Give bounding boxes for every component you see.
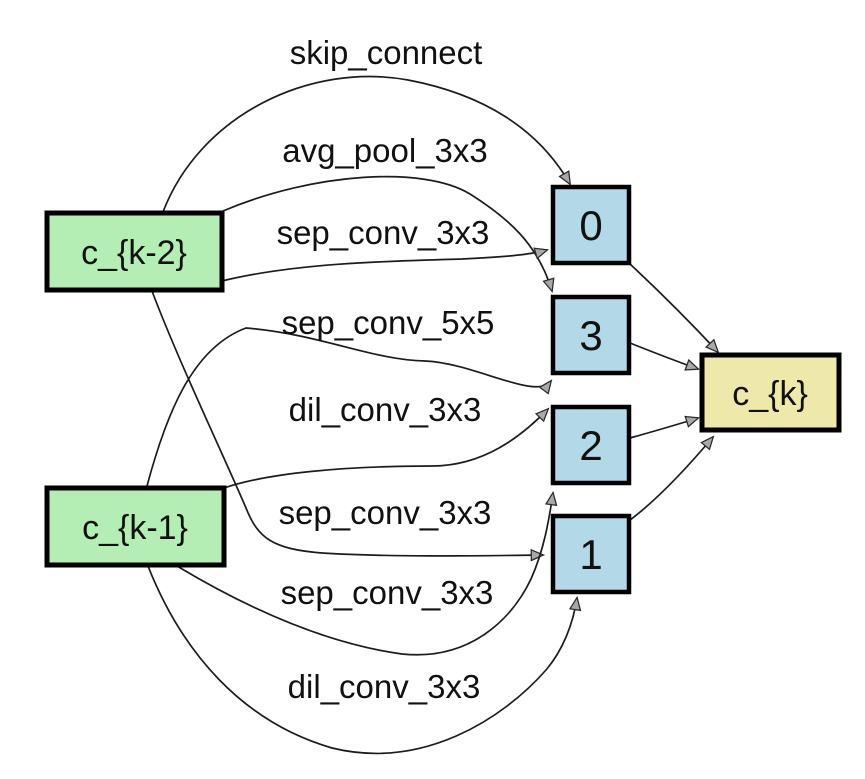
edge-label-sep-conv3-b: sep_conv_3x3 xyxy=(279,494,492,531)
edge-avg-pool-ck2-to-3 xyxy=(222,175,555,294)
node-3-label: 3 xyxy=(579,312,602,359)
node-0: 0 xyxy=(550,184,632,266)
node-1-label: 1 xyxy=(579,531,602,578)
edge-label-avg-pool: avg_pool_3x3 xyxy=(282,132,488,169)
node-3: 3 xyxy=(550,294,632,376)
edge-label-sep-conv3-a: sep_conv_3x3 xyxy=(277,214,490,251)
edge-label-sep-conv5: sep_conv_5x5 xyxy=(282,304,495,341)
node-2: 2 xyxy=(550,404,632,486)
node-ck: c_{k} xyxy=(699,352,842,433)
edge-2-to-ck xyxy=(629,415,701,439)
edge-label-skip-connect: skip_connect xyxy=(290,34,483,71)
edge-sep-conv3-ck1-to-2 xyxy=(176,490,558,656)
node-0-label: 0 xyxy=(579,202,602,249)
edge-dil-conv-ck1-to-1 xyxy=(147,565,582,755)
node-group: c_{k-2} c_{k-1} 0 3 2 1 c_{k} xyxy=(44,184,842,595)
edge-3-to-ck xyxy=(629,342,701,371)
edge-sep-conv3-ck2-to-1 xyxy=(151,290,546,562)
edge-group xyxy=(146,75,720,755)
edge-label-sep-conv3-c: sep_conv_3x3 xyxy=(281,574,494,611)
node-ck2-label: c_{k-2} xyxy=(81,234,187,272)
node-ck1-label: c_{k-1} xyxy=(82,509,188,547)
edge-dil-conv-ck1-to-2 xyxy=(223,407,550,489)
edge-sep-conv5-ck1-to-3 xyxy=(146,327,553,487)
node-ck1: c_{k-1} xyxy=(44,485,227,568)
node-1: 1 xyxy=(550,513,632,595)
edge-label-dil-conv-a: dil_conv_3x3 xyxy=(289,391,482,428)
edge-label-dil-conv-b: dil_conv_3x3 xyxy=(288,668,481,705)
node-ck2: c_{k-2} xyxy=(44,210,225,293)
node-ck-label: c_{k} xyxy=(732,375,808,413)
edge-skip-connect-ck2-to-0 xyxy=(162,75,572,213)
edge-0-to-ck xyxy=(629,263,720,354)
edge-1-to-ck xyxy=(629,435,715,521)
edge-sep-conv3-ck2-to-0 xyxy=(221,247,550,282)
edge-label-group: skip_connect avg_pool_3x3 sep_conv_3x3 s… xyxy=(277,34,495,705)
node-2-label: 2 xyxy=(579,422,602,469)
